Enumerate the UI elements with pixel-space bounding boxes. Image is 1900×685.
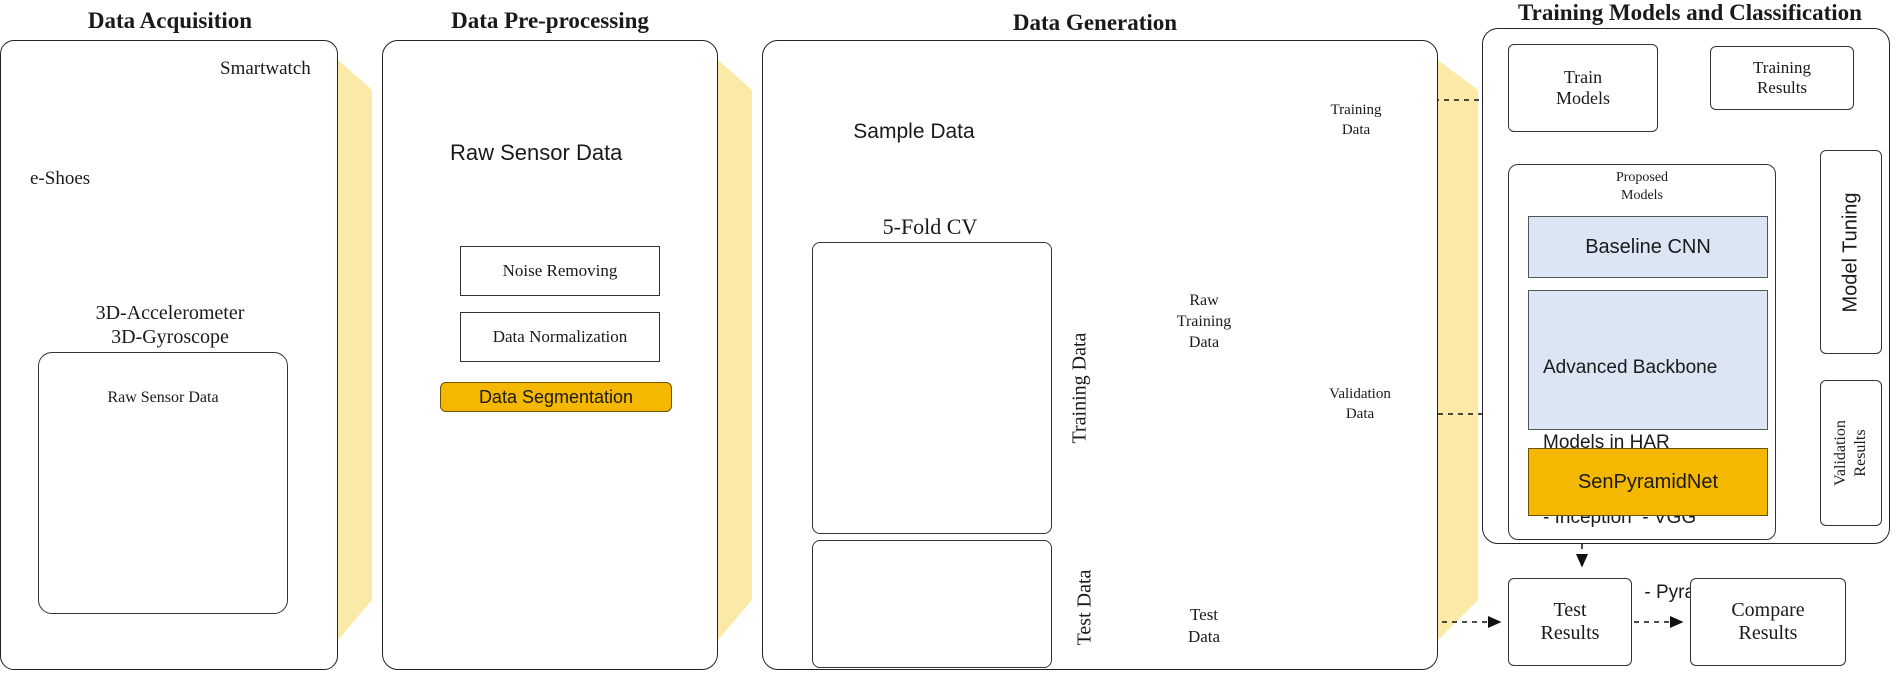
test-results-l2: Results [1540, 622, 1600, 644]
advanced-l2: Models in HAR [1543, 432, 1670, 453]
advanced-models-box: Advanced Backbone Models in HAR - Incept… [1528, 290, 1768, 603]
raw-training-l3: Data [1188, 334, 1220, 351]
compare-results-l2: Results [1738, 622, 1798, 644]
proposed-models-l1: Proposed [1615, 170, 1669, 185]
train-models-l2: Models [1556, 88, 1610, 108]
training-results-box: Training Results [1710, 46, 1854, 110]
eshoes-label: e-Shoes [30, 168, 91, 189]
data-segmentation-box: Data Segmentation [440, 382, 672, 412]
smartwatch-label: Smartwatch [220, 58, 311, 79]
panel-generation [762, 40, 1438, 670]
validation-data-l1: Validation [1329, 386, 1391, 402]
test-data-l1: Test [1189, 605, 1219, 624]
raw-sensor-frame: Raw Sensor Data [38, 352, 288, 614]
validation-results-l1: Validation [1832, 420, 1850, 486]
train-models-box: Train Models [1508, 44, 1658, 132]
raw-sensor-data-label: Raw Sensor Data [450, 140, 623, 165]
five-fold-label: 5-Fold CV [882, 214, 978, 239]
section-title-preprocessing: Data Pre-processing [451, 8, 649, 33]
raw-sensor-frame-title: Raw Sensor Data [107, 389, 219, 406]
raw-training-data-label: Raw Training Data [1160, 290, 1248, 353]
chevron-2 [718, 60, 752, 640]
baseline-cnn-box: Baseline CNN [1528, 216, 1768, 278]
training-data-l1: Training [1330, 102, 1382, 118]
sensors-line1: 3D-Accelerometer [95, 302, 245, 324]
sensors-line2: 3D-Gyroscope [111, 326, 229, 348]
test-data-label: Test Data [1160, 604, 1248, 648]
section-title-acquisition: Data Acquisition [87, 8, 253, 33]
model-tuning-label: Model Tuning [1839, 191, 1862, 313]
test-data-vertical: Test Data [1073, 569, 1096, 646]
training-data-vertical: Training Data [1068, 332, 1091, 444]
section-title-generation: Data Generation [1012, 10, 1178, 35]
train-models-l1: Train [1563, 67, 1603, 87]
sample-data-label: Sample Data [853, 120, 975, 143]
raw-training-l1: Raw [1189, 292, 1219, 309]
section-title-training: Training Models and Classification [1518, 0, 1862, 25]
validation-data-label: Validation Data [1316, 384, 1404, 424]
chevron-1 [338, 60, 372, 640]
validation-results-box: Validation Results [1820, 380, 1882, 526]
training-results-l1: Training [1753, 58, 1811, 77]
test-data-l2: Data [1187, 627, 1221, 646]
training-data-l2: Data [1341, 122, 1371, 138]
model-tuning-box: Model Tuning [1820, 150, 1882, 354]
test-results-l1: Test [1553, 599, 1587, 621]
noise-removing-box: Noise Removing [460, 246, 660, 296]
senpyramidnet-box: SenPyramidNet [1528, 448, 1768, 516]
data-normalization-box: Data Normalization [460, 312, 660, 362]
compare-results-box: Compare Results [1690, 578, 1846, 666]
validation-results-l2: Results [1852, 429, 1870, 477]
advanced-l1: Advanced Backbone [1543, 357, 1718, 378]
test-frame [812, 540, 1052, 668]
folds-frame [812, 242, 1052, 534]
training-results-l2: Results [1756, 78, 1808, 97]
proposed-models-title: Proposed Models [1616, 169, 1668, 205]
proposed-models-l2: Models [1621, 188, 1663, 203]
validation-data-l2: Data [1345, 406, 1375, 422]
compare-results-l1: Compare [1731, 599, 1805, 621]
validation-results-label: Validation Results [1831, 420, 1871, 486]
raw-training-l2: Training [1176, 313, 1232, 330]
test-results-box: Test Results [1508, 578, 1632, 666]
training-data-label: Training Data [1312, 100, 1400, 140]
chevron-3 [1438, 60, 1478, 640]
